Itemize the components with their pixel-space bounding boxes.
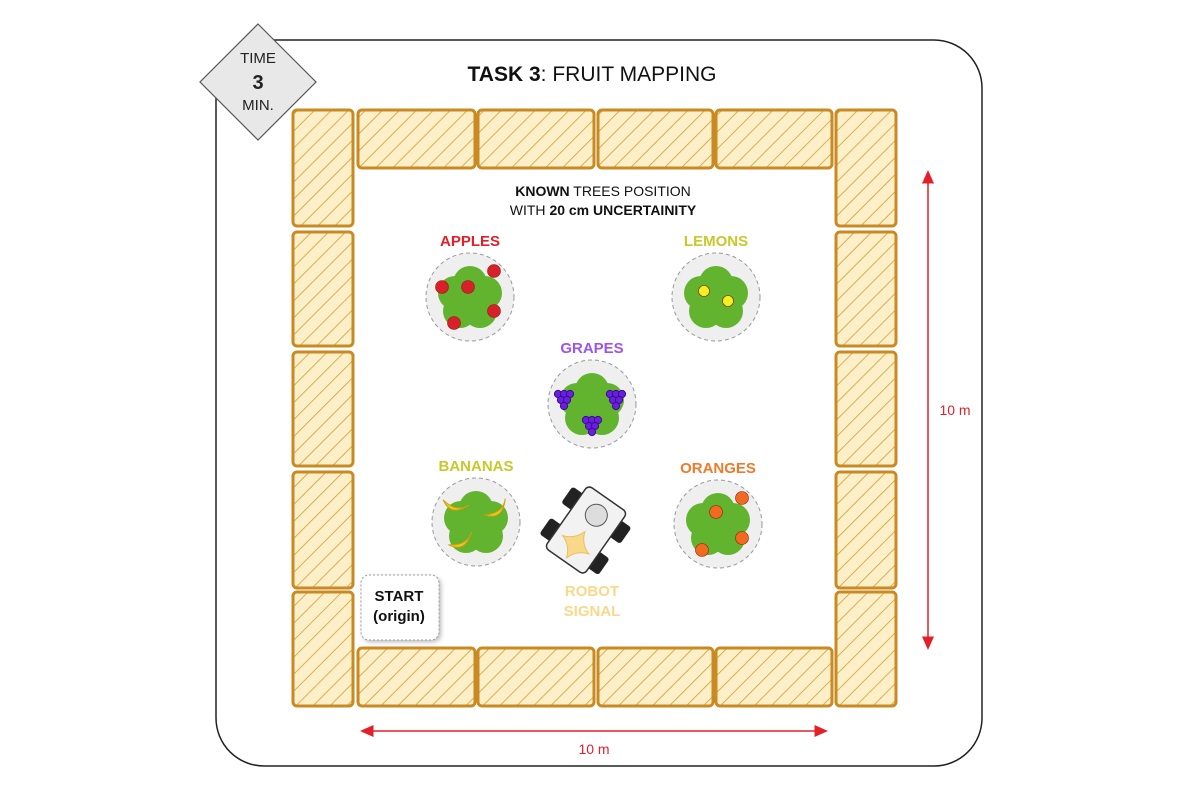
grape-icon	[587, 427, 597, 437]
orange-icon	[709, 505, 723, 519]
banana-icon	[484, 498, 506, 517]
width-dimension-label: 10 m	[578, 741, 609, 757]
time-label: TIME	[240, 50, 276, 67]
robot-signal-icon	[561, 530, 591, 560]
page-title: TASK 3: FRUIT MAPPING	[468, 63, 717, 86]
time-unit: MIN.	[242, 97, 274, 114]
height-dimension-label: 10 m	[939, 402, 970, 418]
tree-oranges: ORANGES	[673, 460, 763, 569]
robot-body	[545, 486, 627, 574]
title-rest: : FRUIT MAPPING	[541, 63, 717, 86]
hay-bale-hatch	[291, 350, 355, 468]
time-badge: TIME 3 MIN.	[199, 23, 317, 141]
robot-wheel	[540, 518, 562, 541]
tree-label-oranges: ORANGES	[680, 460, 756, 477]
hay-bale-hatch	[834, 230, 898, 348]
hay-bale-hatch	[476, 108, 596, 170]
hay-bale-hatch	[596, 108, 715, 170]
tree-lemons: LEMONS	[671, 233, 761, 342]
hay-bale-hatch	[714, 108, 834, 170]
apple-icon	[487, 264, 501, 278]
hay-bale-hatch	[596, 646, 715, 708]
lemon-icon	[722, 295, 734, 307]
origin-label: (origin)	[373, 608, 425, 625]
time-value: 3	[252, 72, 263, 94]
robot-wheel	[587, 551, 609, 575]
note-uncertainty-value: 20 cm	[549, 202, 589, 218]
orange-icon	[735, 491, 749, 505]
hay-bale-hatch	[356, 108, 477, 170]
lemon-icon	[698, 285, 710, 297]
hay-bale-hatch	[714, 646, 834, 708]
hay-bale-hatch	[291, 108, 355, 228]
start-label: START	[375, 588, 424, 605]
hay-bale-hatch	[834, 108, 898, 228]
note-with: WITH	[510, 202, 550, 218]
tree-apples: APPLES	[425, 233, 515, 342]
note-uncertainty: UNCERTAINITY	[589, 202, 697, 218]
hay-bale-hatch	[291, 590, 355, 708]
apple-icon	[435, 280, 449, 294]
hay-bale-hatch	[476, 646, 596, 708]
hay-bale-hatch	[356, 646, 477, 708]
apple-icon	[487, 304, 501, 318]
tree-label-apples: APPLES	[440, 233, 500, 250]
tree-label-lemons: LEMONS	[684, 233, 748, 250]
note-line-2: WITH 20 cm UNCERTAINITY	[510, 202, 697, 218]
robot-wheel	[609, 520, 631, 543]
robot-sensor	[584, 503, 608, 527]
orange-icon	[735, 531, 749, 545]
hay-bale-hatch	[834, 470, 898, 590]
tree-label-bananas: BANANAS	[439, 458, 514, 475]
banana-icon	[448, 531, 472, 548]
robot-wheel	[562, 487, 583, 510]
apple-icon	[447, 316, 461, 330]
grape-icon	[559, 401, 569, 411]
apple-icon	[461, 280, 475, 294]
tree-grapes: GRAPES	[547, 340, 637, 449]
hay-bale-hatch	[834, 350, 898, 468]
start-origin-box: START (origin)	[360, 574, 440, 641]
tree-label-grapes: GRAPES	[560, 340, 623, 357]
note-known: KNOWN	[515, 183, 569, 199]
note-line-1: KNOWN TREES POSITION	[515, 183, 691, 199]
grape-icon	[611, 401, 621, 411]
hay-bale-wall	[291, 108, 898, 708]
robot-label-2: SIGNAL	[564, 603, 621, 620]
title-bold: TASK 3	[468, 63, 541, 86]
robot	[540, 486, 631, 575]
robot-label-1: ROBOT	[565, 583, 619, 600]
hay-bale-hatch	[291, 470, 355, 590]
orange-icon	[695, 543, 709, 557]
note-rest: TREES POSITION	[570, 183, 691, 199]
tree-bananas: BANANAS	[431, 458, 521, 567]
hay-bale-hatch	[834, 590, 898, 708]
hay-bale-hatch	[291, 230, 355, 348]
